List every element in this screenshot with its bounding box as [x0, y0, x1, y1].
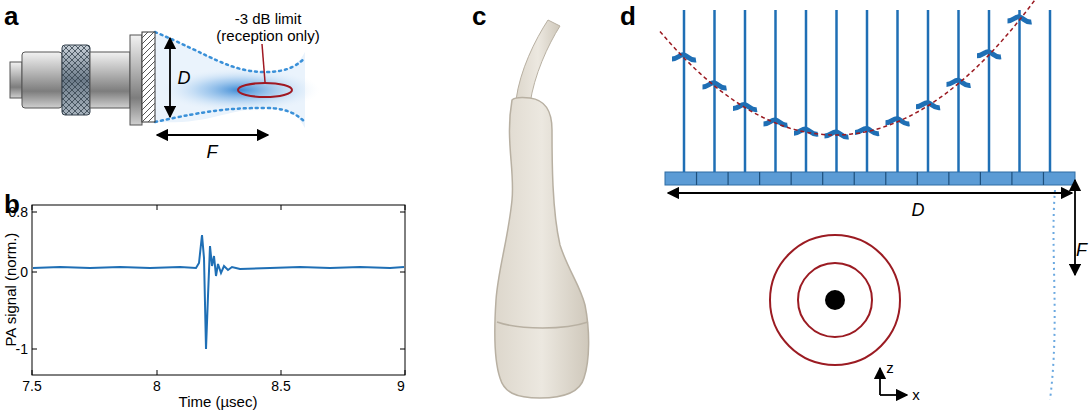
- wavefront-circles: [770, 235, 900, 365]
- element-line: [988, 10, 991, 172]
- beam: [155, 32, 320, 128]
- transducer-array: [665, 172, 1075, 185]
- element-line: [744, 10, 747, 172]
- axis-title: Time (µsec): [179, 393, 258, 410]
- element-divider: [791, 172, 792, 185]
- element-divider: [885, 172, 886, 185]
- element-divider: [948, 172, 949, 185]
- pulse: [703, 83, 727, 88]
- tick-label: 0: [20, 264, 28, 280]
- dimension-label: F: [1076, 240, 1087, 261]
- tick-label: 8: [153, 378, 161, 394]
- tick-label: 7.5: [22, 378, 41, 394]
- axis-title: PA signal (norm.): [2, 233, 19, 347]
- tick-label: 8.5: [271, 378, 290, 394]
- element-signals: [660, 0, 1075, 172]
- element-line: [835, 10, 838, 172]
- element-line: [1049, 10, 1052, 172]
- dimension-label: D: [912, 200, 925, 221]
- element-line: [927, 10, 930, 172]
- element-line: [896, 10, 899, 172]
- tick-label: 9: [397, 378, 405, 394]
- element-line: [1018, 10, 1021, 172]
- ultrasound-probe: [495, 20, 589, 398]
- panel-letter: a: [4, 2, 18, 32]
- transducer: [10, 32, 155, 125]
- element-line: [957, 10, 960, 172]
- callout-label: -3 dB limit (reception only): [208, 11, 328, 44]
- axis-label: x: [912, 386, 920, 403]
- element-divider: [917, 172, 918, 185]
- element-line: [713, 10, 716, 172]
- element-divider: [822, 172, 823, 185]
- element-divider: [696, 172, 697, 185]
- tick-label: 0.8: [9, 204, 28, 220]
- panel-letter: d: [620, 2, 636, 32]
- dimension-label: D: [178, 68, 191, 89]
- delay-curve: [660, 0, 1075, 135]
- element-line: [866, 10, 869, 172]
- dimension-label: F: [207, 142, 218, 163]
- element-divider: [759, 172, 760, 185]
- element-line: [774, 10, 777, 172]
- element-line: [683, 10, 686, 172]
- element-divider: [1043, 172, 1044, 185]
- axis-label: z: [886, 359, 894, 376]
- element-divider: [980, 172, 981, 185]
- dimension-arrows: [668, 180, 1075, 395]
- panel-letter: c: [472, 2, 486, 32]
- element-divider: [727, 172, 728, 185]
- element-divider: [854, 172, 855, 185]
- plot-axes: [32, 205, 405, 375]
- element-divider: [1011, 172, 1012, 185]
- pa-signal-trace: [33, 235, 404, 349]
- focal-line: [1050, 190, 1055, 400]
- dimension-arrows: [157, 38, 268, 135]
- element-line: [805, 10, 808, 172]
